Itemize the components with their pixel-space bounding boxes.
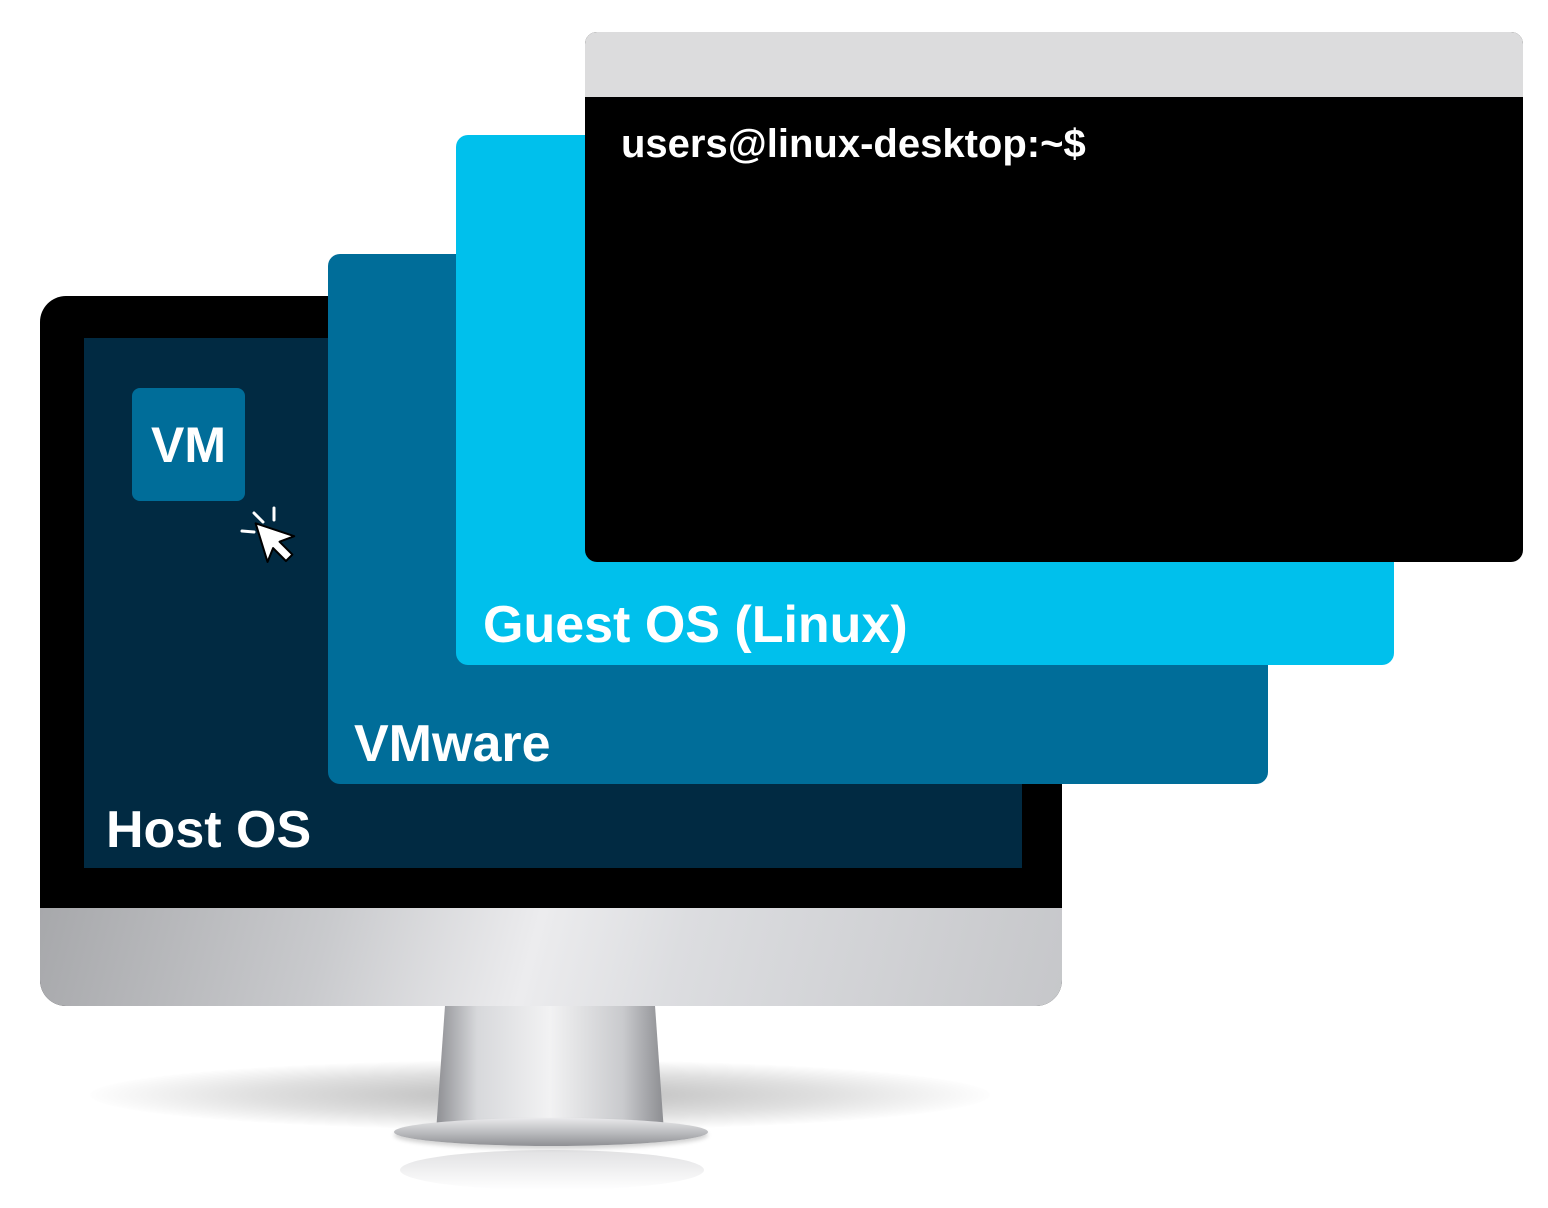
terminal-prompt[interactable]: users@linux-desktop:~$ [621, 122, 1086, 166]
vmware-label: VMware [354, 715, 551, 773]
vm-icon-label: VM [151, 416, 226, 473]
click-cursor-icon [240, 506, 296, 563]
terminal-window[interactable]: users@linux-desktop:~$ [585, 32, 1523, 562]
terminal-titlebar[interactable] [585, 32, 1523, 97]
vm-app-icon[interactable]: VM [132, 388, 245, 501]
monitor-chin [40, 908, 1062, 1006]
monitor-stand-reflection [400, 1150, 704, 1190]
monitor-stand-neck [436, 1004, 664, 1132]
guest-os-label: Guest OS (Linux) [483, 596, 908, 654]
host-os-label: Host OS [106, 801, 312, 859]
monitor-stand-base [394, 1118, 708, 1146]
